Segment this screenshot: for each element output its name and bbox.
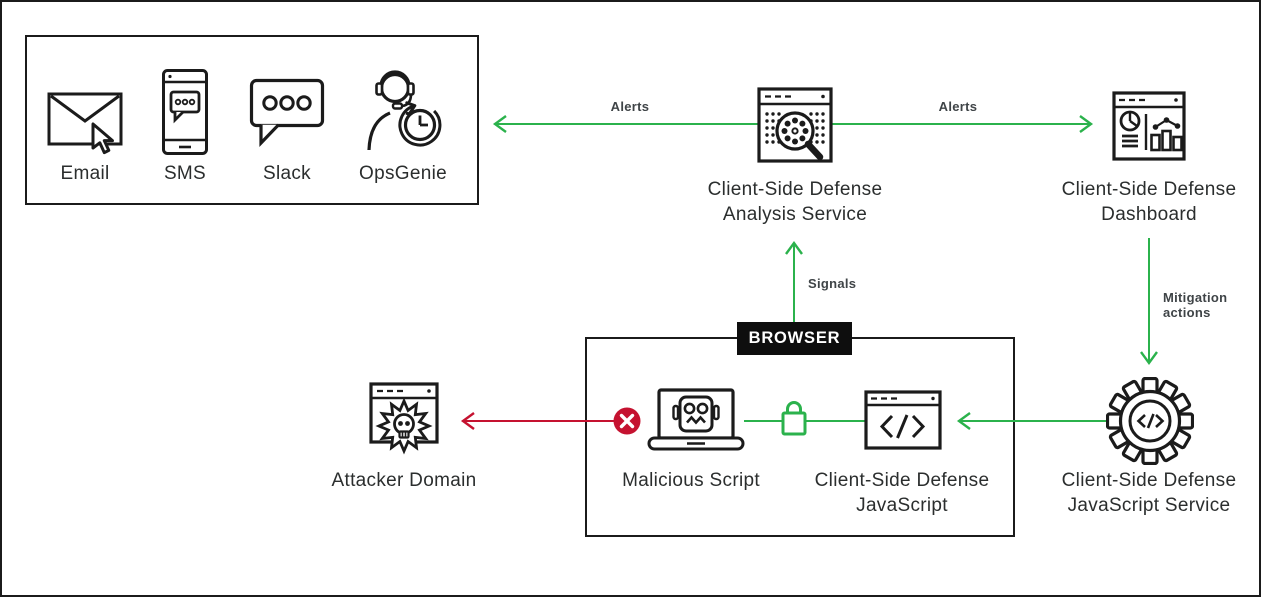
signals-label: Signals [808, 276, 857, 291]
analysis-service-icon [757, 87, 833, 163]
channel-label: OpsGenie [359, 163, 447, 184]
opsgenie-icon [367, 70, 442, 151]
malicious-script-node [645, 387, 747, 453]
label-line: Client-Side Defense [707, 179, 883, 200]
label-line: Client-Side Defense [1061, 470, 1237, 491]
channel-label: SMS [163, 163, 207, 184]
malicious-script-icon [647, 388, 745, 451]
sms-icon [162, 69, 208, 155]
csd-javascript-node [863, 389, 943, 451]
blocked-x-icon [613, 407, 641, 435]
label-line: JavaScript [856, 495, 948, 516]
gear-code-icon [1106, 377, 1194, 465]
label-line: Client-Side Defense [1061, 179, 1237, 200]
dashboard-icon [1112, 91, 1186, 161]
dashboard-node [1110, 90, 1188, 162]
csd-javascript-label: Client-Side Defense JavaScript [792, 468, 1012, 518]
channel-opsgenie: OpsGenie [343, 53, 463, 185]
js-service-label: Client-Side Defense JavaScript Service [1038, 468, 1259, 518]
label-line: Analysis Service [722, 204, 868, 225]
dashboard-label: Client-Side Defense Dashboard [1029, 177, 1259, 227]
js-service-node [1106, 377, 1194, 465]
alerts-left-label: Alerts [610, 99, 650, 114]
channel-label: Slack [263, 163, 311, 184]
label-line: Mitigation [1163, 290, 1228, 305]
channel-slack: Slack [227, 53, 347, 185]
alerts-right-label: Alerts [938, 99, 978, 114]
mitigation-actions-label: Mitigation actions [1163, 290, 1227, 320]
analysis-service-node [754, 86, 836, 178]
attacker-domain-icon [369, 382, 439, 455]
lock-icon [781, 401, 807, 436]
browser-tag: BROWSER [737, 322, 852, 355]
channel-sms: SMS [125, 53, 245, 185]
analysis-service-label: Client-Side Defense Analysis Service [675, 177, 915, 227]
email-icon [47, 92, 123, 155]
notification-channels-box: Email SMS [25, 35, 479, 205]
slack-icon [249, 78, 325, 147]
label-line: Dashboard [1101, 204, 1197, 225]
channel-label: Email [60, 163, 110, 184]
label-line: Client-Side Defense [814, 470, 990, 491]
attacker-domain-label: Attacker Domain [331, 470, 477, 491]
attacker-domain-node [361, 380, 447, 464]
label-line: JavaScript Service [1067, 495, 1231, 516]
malicious-script-label: Malicious Script [622, 470, 760, 491]
code-browser-icon [864, 390, 942, 450]
channel-email: Email [25, 53, 145, 185]
label-line: actions [1163, 305, 1211, 320]
